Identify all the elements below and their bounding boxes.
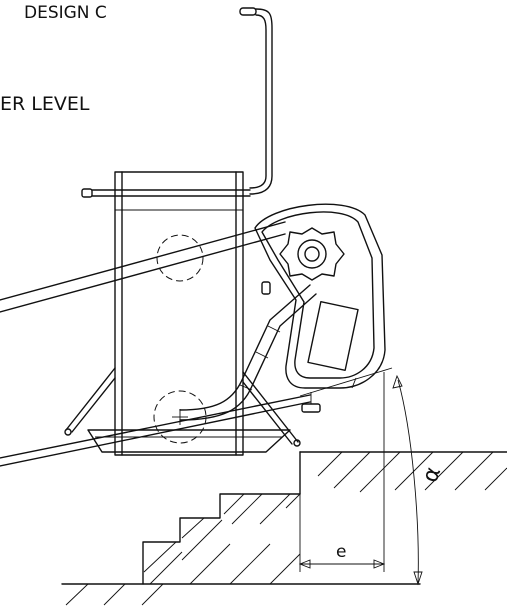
star-knob-icon <box>279 227 345 281</box>
level-label: ER LEVEL <box>0 93 90 115</box>
dimension-angle <box>392 374 423 586</box>
handle-rail <box>81 7 273 198</box>
design-title: DESIGN C <box>24 3 107 23</box>
fastener-left <box>261 281 271 295</box>
fastener-bottom <box>301 392 321 413</box>
dimension-e-label: e <box>336 542 346 562</box>
drive-unit <box>254 203 386 389</box>
curved-arm <box>179 284 317 421</box>
dimension-e <box>298 372 386 572</box>
dimension-angle-label: α <box>418 464 446 486</box>
hidden-roller-upper <box>156 234 204 282</box>
hidden-roller-lower <box>153 390 207 444</box>
support-struts <box>64 367 301 447</box>
guide-rails <box>0 221 393 467</box>
steps <box>61 493 421 606</box>
base-plate <box>87 429 291 453</box>
ground-surface <box>299 451 507 495</box>
